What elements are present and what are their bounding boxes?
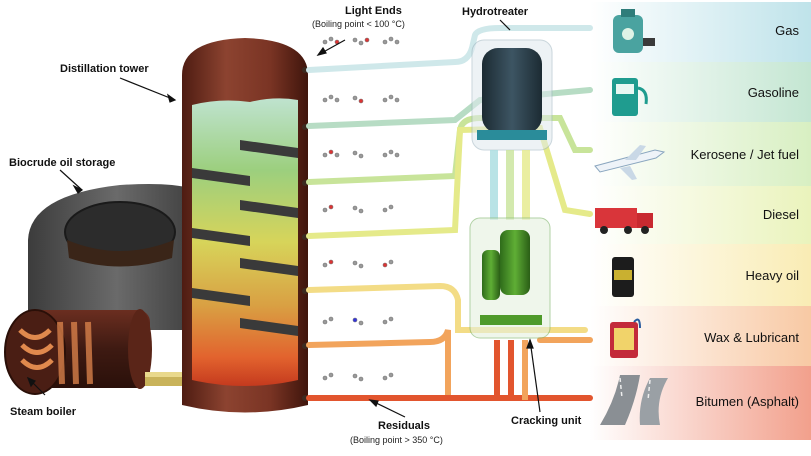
molecule-clusters [322, 36, 400, 382]
road-icon [600, 375, 668, 425]
cracking-unit-label: Cracking unit [511, 415, 582, 427]
airplane-icon [594, 145, 666, 180]
distillation-tower [182, 38, 308, 413]
product-label-bitumen: Bitumen (Asphalt) [695, 394, 799, 409]
oil-barrel-icon [612, 257, 634, 297]
steam-boiler-label: Steam boiler [10, 406, 77, 418]
biocrude-storage-tank [28, 184, 205, 330]
callout-arrows [26, 19, 541, 418]
cracking-unit [469, 217, 551, 400]
gas-cylinder-icon [613, 9, 655, 53]
product-label-gasoline: Gasoline [747, 85, 799, 100]
biocrude-storage-label: Biocrude oil storage [9, 157, 116, 169]
product-label-wax: Wax & Lubricant [704, 330, 799, 345]
hydrotreater [471, 39, 553, 220]
truck-icon [595, 208, 653, 234]
distillation-tower-label: Distillation tower [60, 63, 149, 75]
light-ends-boiling-point: (Boiling point < 100 °C) [312, 19, 405, 29]
residuals-label: Residuals [378, 420, 430, 432]
product-label-gas: Gas [775, 23, 799, 38]
lubricant-can-icon [610, 318, 641, 358]
product-label-heavy-oil: Heavy oil [745, 268, 799, 283]
light-ends-label: Light Ends [345, 5, 402, 17]
residuals-boiling-point: (Boiling point > 350 °C) [350, 435, 443, 445]
fuel-pump-icon [612, 78, 648, 116]
hydrotreater-label: Hydrotreater [462, 6, 529, 18]
product-label-kerosene: Kerosene / Jet fuel [690, 147, 799, 162]
product-label-diesel: Diesel [762, 207, 799, 222]
steam-boiler [4, 309, 190, 395]
